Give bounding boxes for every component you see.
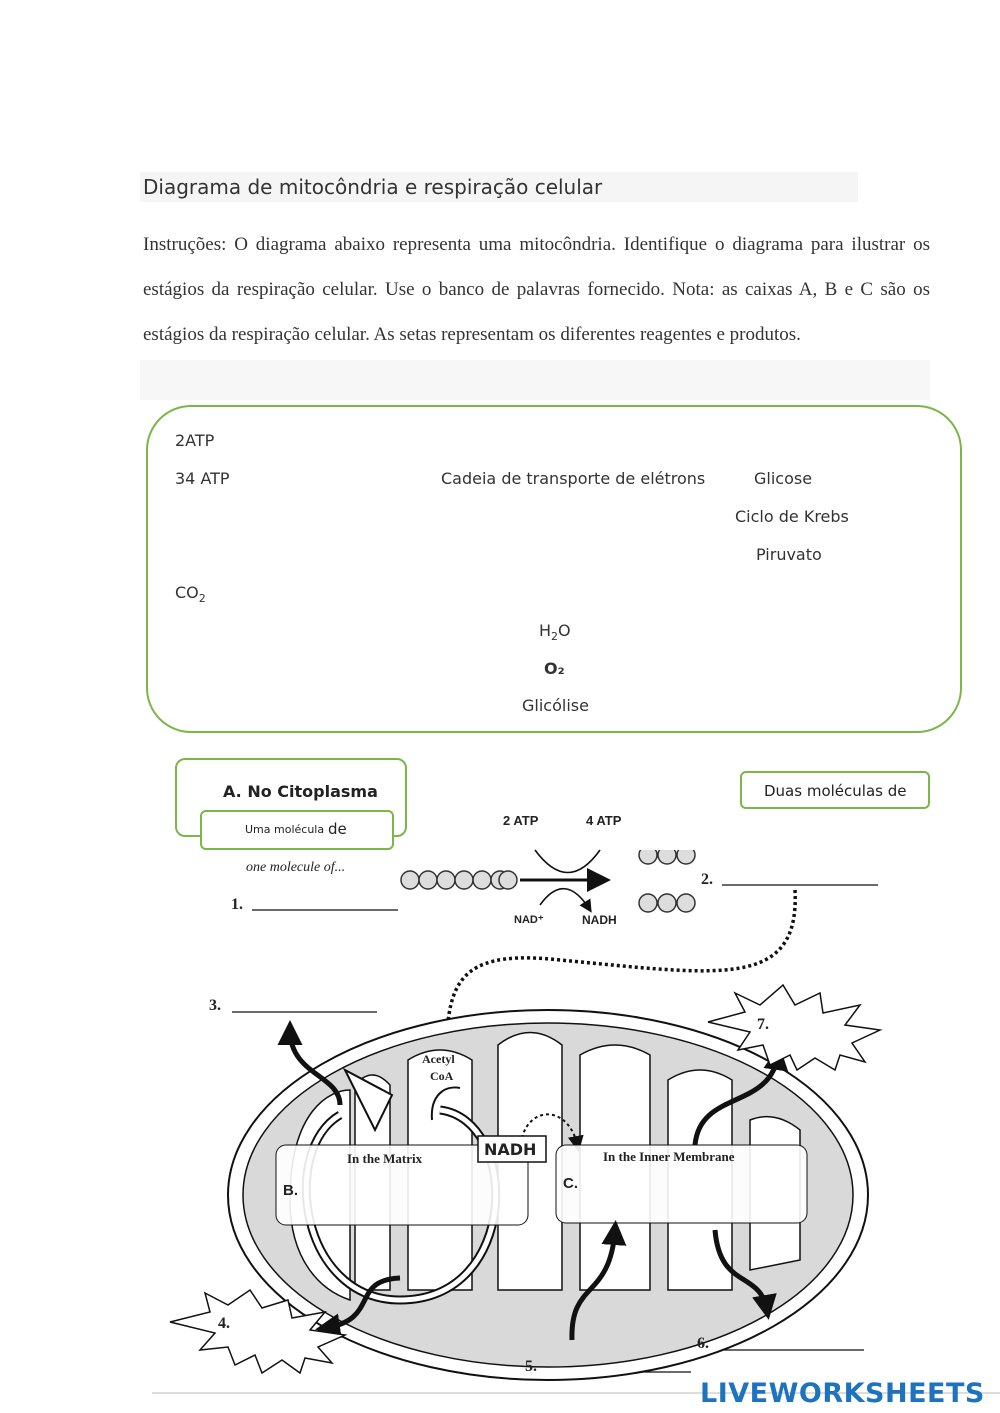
num-7: 7. (757, 1016, 769, 1034)
matrix-label: In the Matrix (347, 1151, 422, 1167)
glucose-chain (401, 871, 517, 889)
box-a-molecule-de: de (328, 820, 347, 838)
label-nad: NAD⁺ (514, 913, 544, 926)
stage-b-label: B. (283, 1182, 298, 1199)
coa-label: CoA (430, 1069, 453, 1084)
num-2: 2. (701, 871, 713, 889)
one-molecule-caption: one molecule of... (246, 860, 345, 876)
inner-membrane-label: In the Inner Membrane (603, 1149, 735, 1165)
num-6: 6. (697, 1335, 709, 1353)
num-3: 3. (209, 997, 221, 1015)
crop-mask (630, 840, 710, 850)
box-duas-moleculas[interactable]: Duas moléculas de (740, 771, 930, 809)
num-5: 5. (525, 1358, 537, 1376)
atp-arc (535, 850, 600, 873)
label-2atp: 2 ATP (503, 813, 538, 828)
num-4: 4. (218, 1315, 230, 1333)
nad-arc (540, 889, 590, 910)
duas-moleculas-label: Duas moléculas de (764, 782, 906, 800)
box-a-molecule-small: Uma molécula (245, 823, 324, 836)
acetyl-label: Acetyl (422, 1052, 455, 1067)
stage-c-label: C. (563, 1175, 578, 1192)
box-a-label: A. No Citoplasma (223, 782, 378, 801)
pyruvate-bottom (639, 894, 695, 912)
liveworksheets-logo: LIVEWORKSHEETS (700, 1378, 985, 1409)
label-nadh-small: NADH (582, 913, 617, 927)
label-4atp: 4 ATP (586, 813, 621, 828)
nadh-box-label: NADH (484, 1140, 536, 1159)
num-1: 1. (231, 896, 243, 914)
box-a-molecule[interactable]: Uma molécula de (200, 810, 394, 850)
